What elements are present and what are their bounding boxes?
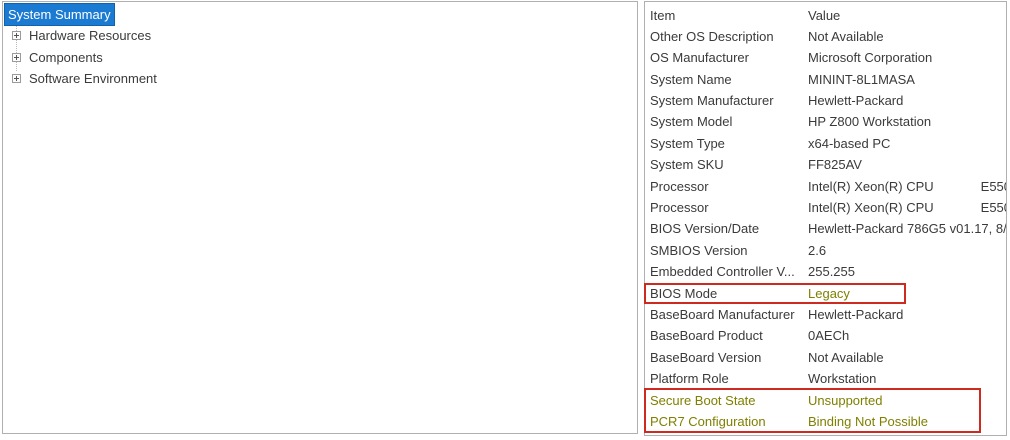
item-cell: BaseBoard Product: [650, 328, 763, 344]
details-pane: Item Value Other OS Description Not Avai…: [644, 1, 1007, 436]
value-cell: Hewlett-Packard: [808, 306, 904, 322]
category-tree-pane: System Summary Hardware Resources Compon…: [2, 1, 638, 434]
item-cell: BaseBoard Manufacturer: [650, 306, 795, 322]
table-row-pcr7-configuration[interactable]: PCR7 Configuration Binding Not Possible: [650, 411, 1006, 432]
table-row[interactable]: SMBIOS Version 2.6: [650, 240, 1006, 261]
table-row[interactable]: System Name MININT-8L1MASA: [650, 69, 1006, 90]
item-cell: System SKU: [650, 157, 724, 173]
value-cell: Hewlett-Packard 786G5 v01.17, 8/: [808, 221, 1006, 237]
item-cell: BIOS Mode: [650, 285, 718, 301]
value-cell: Legacy: [808, 285, 850, 301]
table-row[interactable]: BIOS Version/Date Hewlett-Packard 786G5 …: [650, 218, 1006, 239]
table-row[interactable]: System Manufacturer Hewlett-Packard: [650, 90, 1006, 111]
table-row[interactable]: Processor Intel(R) Xeon(R) CPU E5506: [650, 176, 1006, 197]
value-cell: Microsoft Corporation: [808, 50, 933, 66]
item-cell: Embedded Controller V...: [650, 264, 795, 280]
column-header-row: Item Value: [650, 5, 1006, 26]
expand-plus-icon[interactable]: [12, 52, 21, 62]
column-header-value[interactable]: Value: [808, 7, 841, 23]
value-cell: Hewlett-Packard: [808, 93, 904, 109]
tree-item-label: Components: [29, 49, 103, 65]
tree-item-label: Hardware Resources: [29, 28, 152, 44]
table-row[interactable]: BaseBoard Version Not Available: [650, 347, 1006, 368]
item-cell: System Type: [650, 135, 725, 151]
item-cell: OS Manufacturer: [650, 50, 749, 66]
table-row[interactable]: Other OS Description Not Available: [650, 26, 1006, 47]
item-cell: SMBIOS Version: [650, 242, 748, 258]
table-row[interactable]: System SKU FF825AV: [650, 154, 1006, 175]
tree-item-components[interactable]: Components: [3, 47, 637, 68]
table-row-secure-boot-state[interactable]: Secure Boot State Unsupported: [650, 390, 1006, 411]
expand-plus-icon[interactable]: [12, 31, 21, 41]
value-cell: 2.6: [808, 242, 827, 258]
table-row[interactable]: BaseBoard Product 0AECh: [650, 325, 1006, 346]
item-cell: Processor: [650, 200, 709, 216]
value-cell: MININT-8L1MASA: [808, 71, 915, 87]
value-cell: Unsupported: [808, 392, 883, 408]
table-row[interactable]: Platform Role Workstation: [650, 368, 1006, 389]
category-tree: System Summary Hardware Resources Compon…: [3, 2, 637, 89]
value-cell: Workstation: [808, 371, 877, 387]
item-cell: Secure Boot State: [650, 392, 756, 408]
value-cell: HP Z800 Workstation: [808, 114, 932, 130]
tree-guide-line: [16, 25, 17, 71]
value-cell: 0AECh: [808, 328, 850, 344]
details-list: Item Value Other OS Description Not Avai…: [645, 2, 1006, 432]
value-cell: Intel(R) Xeon(R) CPU E5506: [808, 200, 1006, 216]
item-cell: BIOS Version/Date: [650, 221, 760, 237]
expand-plus-icon[interactable]: [12, 74, 21, 84]
tree-item-label: System Summary: [4, 3, 115, 27]
item-cell: System Manufacturer: [650, 93, 774, 109]
item-cell: PCR7 Configuration: [650, 413, 766, 429]
tree-item-hardware-resources[interactable]: Hardware Resources: [3, 25, 637, 46]
pane-splitter[interactable]: [639, 1, 644, 434]
table-row[interactable]: Embedded Controller V... 255.255: [650, 261, 1006, 282]
value-cell: 255.255: [808, 264, 855, 280]
item-cell: Platform Role: [650, 371, 729, 387]
table-row[interactable]: System Model HP Z800 Workstation: [650, 111, 1006, 132]
item-cell: Processor: [650, 178, 709, 194]
value-cell: Not Available: [808, 349, 884, 365]
item-cell: System Name: [650, 71, 732, 87]
value-cell: Intel(R) Xeon(R) CPU E5506: [808, 178, 1006, 194]
table-row[interactable]: OS Manufacturer Microsoft Corporation: [650, 47, 1006, 68]
table-row[interactable]: BaseBoard Manufacturer Hewlett-Packard: [650, 304, 1006, 325]
value-cell: x64-based PC: [808, 135, 891, 151]
item-cell: BaseBoard Version: [650, 349, 762, 365]
table-row-bios-mode[interactable]: BIOS Mode Legacy: [650, 283, 1006, 304]
value-cell: FF825AV: [808, 157, 862, 173]
table-row[interactable]: Processor Intel(R) Xeon(R) CPU E5506: [650, 197, 1006, 218]
value-cell: Binding Not Possible: [808, 413, 928, 429]
value-cell: Not Available: [808, 28, 884, 44]
item-cell: Other OS Description: [650, 28, 774, 44]
item-cell: System Model: [650, 114, 733, 130]
column-header-item[interactable]: Item: [650, 7, 676, 23]
tree-item-label: Software Environment: [29, 70, 157, 86]
tree-item-software-environment[interactable]: Software Environment: [3, 68, 637, 89]
table-row[interactable]: System Type x64-based PC: [650, 133, 1006, 154]
tree-item-system-summary[interactable]: System Summary: [3, 3, 637, 27]
